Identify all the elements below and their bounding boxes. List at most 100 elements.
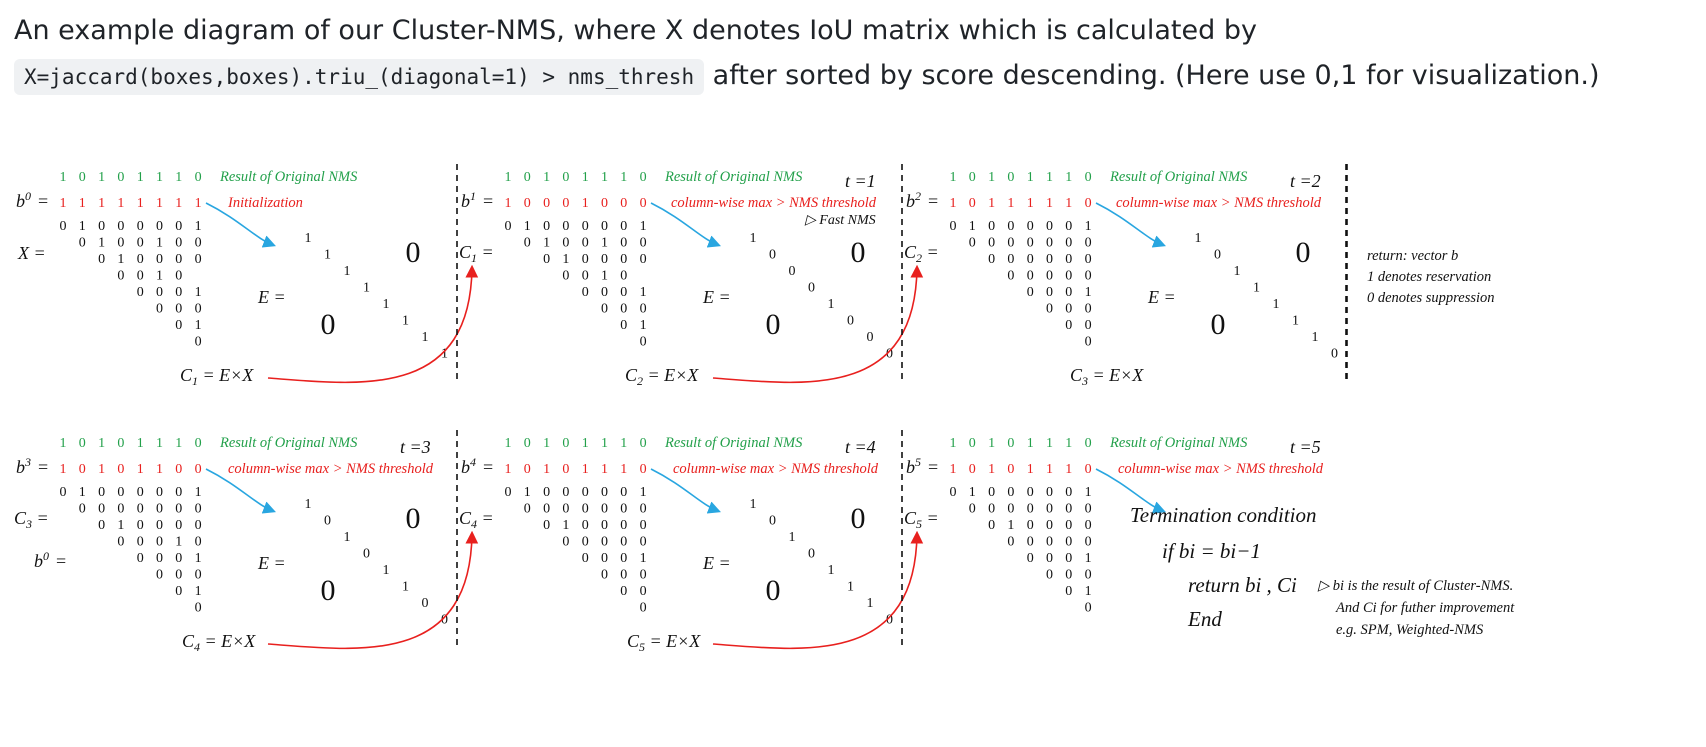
b-bits-0-bit: 1 <box>98 196 105 211</box>
c-matrix-1-row-bit: 0 <box>640 302 647 317</box>
c-matrix-1-row-bit: 1 <box>562 252 569 267</box>
original-bits-2-bit: 0 <box>1085 170 1092 185</box>
e-matrix-1-diag: 0 <box>886 347 893 362</box>
original-label-2: Result of Original NMS <box>1109 169 1248 185</box>
e-matrix-0-diag: 1 <box>441 347 448 362</box>
c-matrix-b2-row-bit: 0 <box>988 485 995 500</box>
e-matrix-b0-diag: 0 <box>422 596 429 611</box>
c-matrix-1-row-bit: 1 <box>601 269 608 284</box>
b-bits-b0-bit: 0 <box>175 462 182 477</box>
c-matrix-b0-row-bit: 0 <box>137 535 144 550</box>
c-matrix-b0-row-bit: 0 <box>175 485 182 500</box>
c-matrix-1-row-bit: 0 <box>582 285 589 300</box>
c-matrix-b1-row-bit: 0 <box>582 535 589 550</box>
c-matrix-1-row-bit: 0 <box>582 219 589 234</box>
termination-return: return bi , Ci <box>1188 573 1297 597</box>
e-matrix-1-diag: 0 <box>789 264 796 279</box>
c-matrix-2-row-bit: 0 <box>1027 236 1034 251</box>
c-matrix-2-row-bit: 0 <box>1007 219 1014 234</box>
original-bits-0-bit: 1 <box>98 170 105 185</box>
b-bits-b2-bit: 0 <box>1085 462 1092 477</box>
b-bits-1-bit: 0 <box>640 196 647 211</box>
original-bits-b1-bit: 1 <box>582 436 589 451</box>
b-bits-b0-bit: 1 <box>137 462 144 477</box>
e-matrix-1-diag: 0 <box>847 314 854 329</box>
x-label: X = <box>17 243 46 263</box>
c-matrix-b1-row-bit: 0 <box>543 518 550 533</box>
c-matrix-2-row-bit: 0 <box>1065 252 1072 267</box>
e-matrix-b1-zero-lower: 0 <box>766 574 781 607</box>
c-matrix-1-row-bit: 0 <box>601 302 608 317</box>
e-matrix-1-diag: 1 <box>828 297 835 312</box>
e-matrix-b1-diag: 1 <box>750 497 757 512</box>
e-matrix-1-zero-upper: 0 <box>851 236 866 269</box>
c-matrix-1-row-bit: 0 <box>562 236 569 251</box>
b-bits-b0-bit: 0 <box>195 462 202 477</box>
x-matrix-row-bit: 0 <box>98 252 105 267</box>
red-arrow-b1 <box>712 530 924 650</box>
c-matrix-1-row-bit: 0 <box>562 219 569 234</box>
original-bits-2-bit: 1 <box>1065 170 1072 185</box>
original-bits-b2-bit: 1 <box>1027 436 1034 451</box>
c-matrix-b0-row-bit: 0 <box>195 535 202 550</box>
c-matrix-b1-row-bit: 0 <box>562 502 569 517</box>
c-matrix-b1-row-bit: 0 <box>640 601 647 616</box>
b-bits-b2-bit: 1 <box>1065 462 1072 477</box>
c-matrix-b1-row-bit: 0 <box>582 518 589 533</box>
e-label-2: E = <box>1147 287 1176 307</box>
blue-arrow-b2 <box>1095 468 1166 514</box>
e-matrix-b0-diag: 0 <box>441 613 448 628</box>
b-bits-b0-bit: 0 <box>79 462 86 477</box>
b-bits-b2-bit: 0 <box>1007 462 1014 477</box>
colmax-label-1: column-wise max > NMS threshold <box>671 195 877 211</box>
c-matrix-b2-row-bit: 0 <box>1065 518 1072 533</box>
b-bits-b1-bit: 1 <box>543 462 550 477</box>
x-matrix-row-bit: 1 <box>195 318 202 333</box>
original-bits-1-bit: 1 <box>620 170 627 185</box>
b-eq-2: = <box>928 191 938 211</box>
c-matrix-b0-row-bit: 0 <box>156 518 163 533</box>
c-matrix-1-row-bit: 1 <box>543 236 550 251</box>
b-bits-2-bit: 1 <box>1065 196 1072 211</box>
c-matrix-b2-row-bit: 0 <box>1007 535 1014 550</box>
b-eq-b0: = <box>38 457 48 477</box>
e-matrix-2-zero-upper: 0 <box>1296 236 1311 269</box>
c-matrix-2-row-bit: 0 <box>1065 285 1072 300</box>
c-matrix-1-row-bit: 0 <box>620 269 627 284</box>
c-matrix-b0-row-bit: 1 <box>117 518 124 533</box>
b-bits-0-bit: 1 <box>195 196 202 211</box>
b-bits-b2-bit: 1 <box>950 462 957 477</box>
c-matrix-2-row-bit: 0 <box>1065 219 1072 234</box>
original-bits-1-bit: 1 <box>505 170 512 185</box>
b-bits-0-bit: 1 <box>137 196 144 211</box>
c-matrix-b2-row-bit: 0 <box>1046 551 1053 566</box>
original-bits-2-bit: 1 <box>1046 170 1053 185</box>
b-bits-2-bit: 1 <box>988 196 995 211</box>
c-matrix-b0-row-bit: 0 <box>98 518 105 533</box>
t-label-1: t =1 <box>845 171 876 191</box>
c-matrix-1-row-bit: 0 <box>582 269 589 284</box>
c-label-b0: C3 = <box>14 508 49 531</box>
x-matrix-row-bit: 1 <box>156 236 163 251</box>
b-bits-1-bit: 0 <box>601 196 608 211</box>
x-matrix-row-bit: 1 <box>117 252 124 267</box>
c-matrix-b2-row-bit: 0 <box>1046 518 1053 533</box>
x-matrix-row-bit: 0 <box>137 236 144 251</box>
original-bits-b0-bit: 1 <box>156 436 163 451</box>
b-bits-2-bit: 1 <box>1046 196 1053 211</box>
